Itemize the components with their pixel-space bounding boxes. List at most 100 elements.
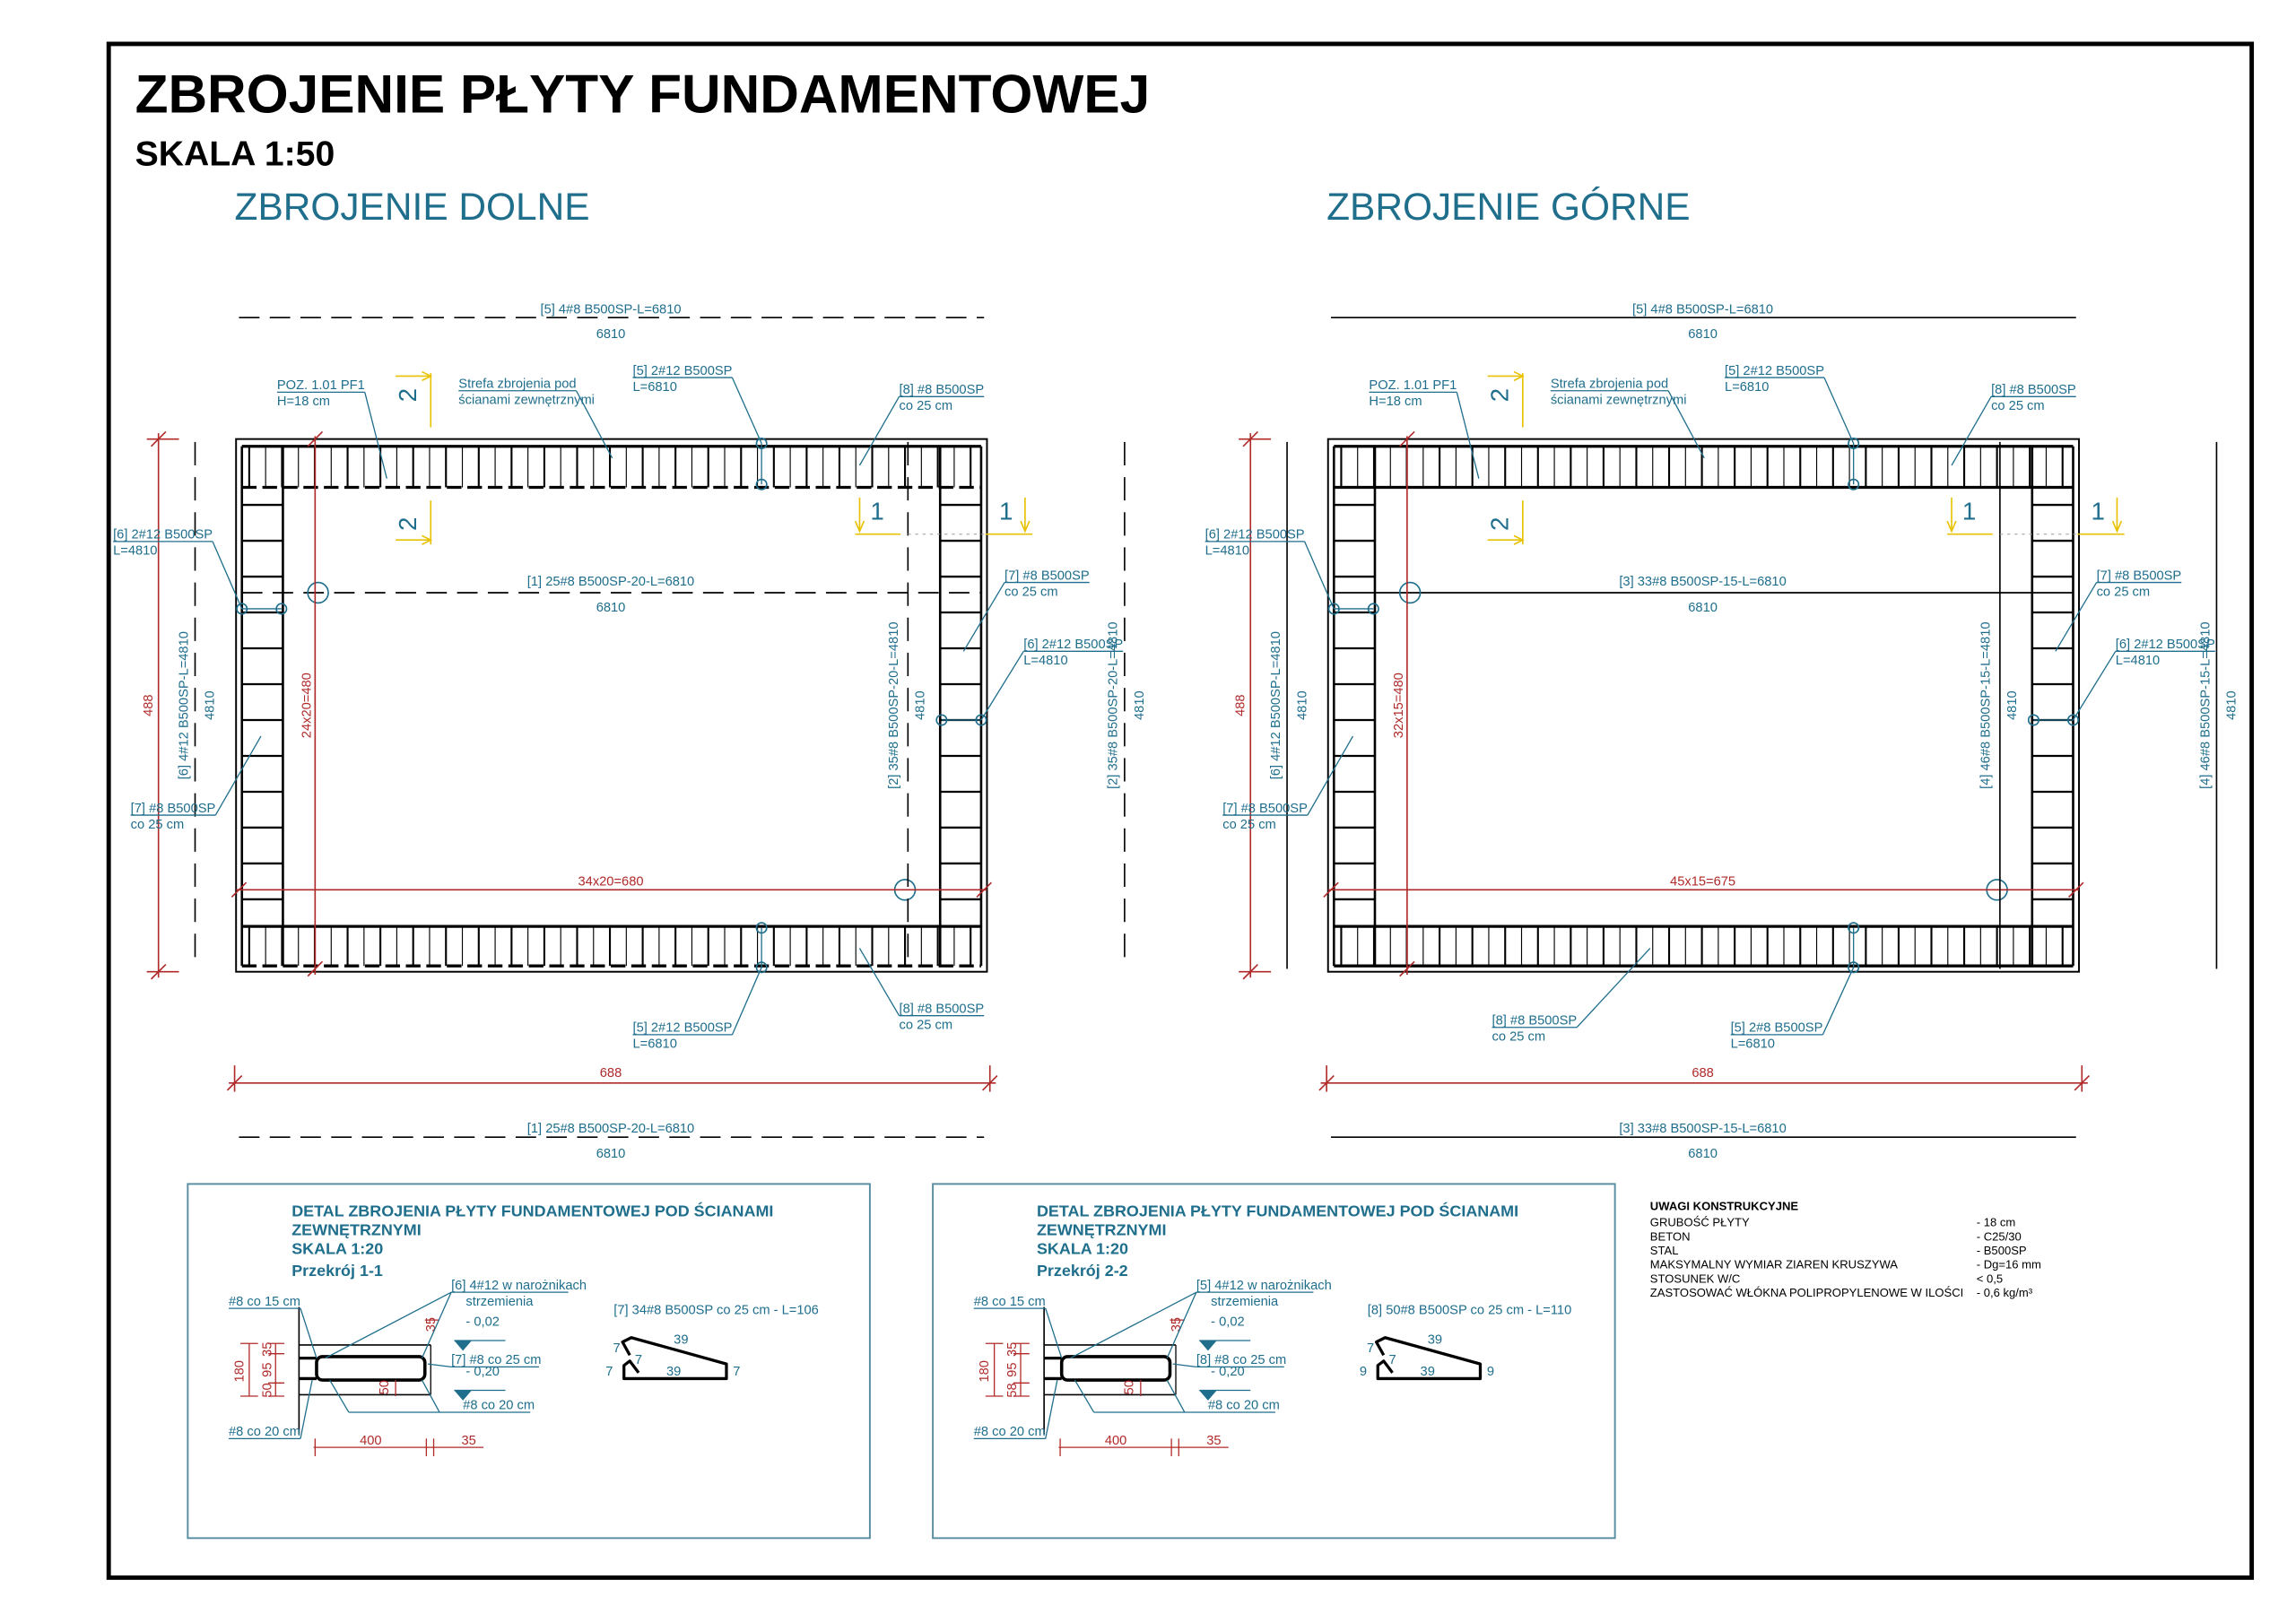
width-dimension: 688 xyxy=(1692,1066,1713,1081)
callout-line1: [8] #8 B500SP xyxy=(1991,383,2076,397)
callout-leader xyxy=(1667,390,1705,459)
bar-shape xyxy=(1374,1336,1483,1381)
callout-line2: ścianami zewnętrznymi xyxy=(1551,393,1687,407)
dimension-tick xyxy=(2074,1075,2091,1091)
note-value: < 0,5 xyxy=(1977,1271,2003,1285)
corner-bars-label-2: strzemienia xyxy=(1211,1295,1279,1309)
stirrup-label: [8] #8 co 25 cm xyxy=(1196,1353,1286,1367)
dimension-tick xyxy=(1323,881,1339,898)
slab-outline xyxy=(1326,438,2080,973)
top-bar-label: [5] 4#8 B500SP-L=6810 xyxy=(1632,302,1773,317)
callout-leader xyxy=(1456,392,1480,479)
callout-line2: co 25 cm xyxy=(1991,399,2045,413)
callout-line1: [7] #8 B500SP xyxy=(1004,568,1090,583)
callout-line2: L=4810 xyxy=(1205,544,1249,559)
left-bar-length: 4810 xyxy=(204,690,218,720)
callout-leader xyxy=(731,377,762,444)
corner-bars-label-2: strzemienia xyxy=(465,1295,534,1309)
stirrup-section xyxy=(315,1355,427,1382)
line xyxy=(1045,1307,1063,1358)
callout-leader xyxy=(1576,948,1651,1028)
section-marker: 1 xyxy=(999,497,1013,525)
spacing-dimension-horizontal: 34x20=680 xyxy=(578,874,644,889)
total-height-dimension: 180 xyxy=(232,1360,247,1382)
callout-line1: [5] 2#12 B500SP xyxy=(1725,364,1824,378)
dimension-tick xyxy=(150,430,167,447)
inner-right-bar-length: 4810 xyxy=(913,690,927,720)
dimension-tick xyxy=(226,1075,243,1091)
mid-bar-length: 6810 xyxy=(596,601,626,615)
line xyxy=(329,1379,350,1413)
line xyxy=(300,1307,317,1358)
dimension-a: 50 xyxy=(260,1383,274,1397)
left-bar-length: 4810 xyxy=(1295,690,1309,720)
callout-leader xyxy=(2055,582,2098,652)
bar-section-circle xyxy=(307,581,329,604)
section-arrow-icon xyxy=(1020,520,1031,534)
edge-dimension: 35 xyxy=(1206,1434,1221,1448)
detail-section-name: Przekrój 2-2 xyxy=(1037,1262,1128,1280)
left-bar-label: [6] 4#12 B500SP-L=4810 xyxy=(1269,631,1283,779)
callout-leader xyxy=(858,948,900,1017)
callout-leader xyxy=(1822,967,1855,1036)
callout-line1: Strefa zbrojenia pod xyxy=(1551,378,1668,392)
drawing-scale: SKALA 1:50 xyxy=(135,135,335,173)
note-value: - 0,6 kg/m³ xyxy=(1977,1286,2033,1299)
cover-bottom-dimension: 50 xyxy=(378,1380,392,1394)
top-stirrup-label: #8 co 15 cm xyxy=(229,1295,300,1309)
section-arrow-icon xyxy=(422,370,433,382)
callout-line1: [7] #8 B500SP xyxy=(1222,802,1308,816)
callout-line1: [5] 2#12 B500SP xyxy=(633,1021,733,1036)
note-label: GRUBOŚĆ PŁYTY xyxy=(1650,1216,1750,1229)
detail-scale: SKALA 1:20 xyxy=(291,1240,383,1258)
mid-bar-length: 6810 xyxy=(1688,601,1718,615)
callout-line1: [6] 2#12 B500SP xyxy=(2116,638,2215,652)
callout-leader xyxy=(576,390,613,459)
slab-outline xyxy=(235,438,988,973)
corner-bars-label: [6] 4#12 w narożnikach xyxy=(451,1279,587,1293)
section-arrow-icon xyxy=(1946,520,1957,534)
line xyxy=(1166,1379,1186,1413)
note-label: STOSUNEK W/C xyxy=(1650,1271,1741,1285)
callout-leader xyxy=(2072,650,2117,721)
dimension-tick xyxy=(230,881,248,898)
callout-line2: H=18 cm xyxy=(1369,395,1422,409)
callout-line2: co 25 cm xyxy=(1222,818,1276,832)
section-marker: 2 xyxy=(394,517,422,531)
section-marker: 1 xyxy=(870,497,883,525)
level-top: - 0,02 xyxy=(465,1315,500,1330)
line xyxy=(427,1363,452,1368)
section-arrow-icon xyxy=(422,534,433,545)
callout-line1: [7] #8 B500SP xyxy=(131,802,216,816)
callout-leader xyxy=(1307,735,1354,816)
dimension-b: 95 xyxy=(1005,1362,1020,1376)
outer-right-bar-length: 4810 xyxy=(1133,690,1147,720)
callout-line2: co 25 cm xyxy=(1004,585,1058,599)
callout-line2: L=4810 xyxy=(2116,654,2160,668)
callout-leader xyxy=(1823,377,1855,444)
stirrup-section xyxy=(1059,1355,1172,1382)
inner-right-bar-label: [2] 35#8 B500SP-20-L=4810 xyxy=(887,621,901,788)
detail-title-line2: ZEWNĘTRZNYMI xyxy=(291,1220,421,1238)
callout-leader xyxy=(364,392,387,479)
bar-shape-dimension: 7 xyxy=(1367,1341,1374,1356)
dimension-b: 95 xyxy=(260,1362,274,1376)
detail-section-name: Przekrój 1-1 xyxy=(291,1262,383,1280)
callout-line2: L=4810 xyxy=(113,544,157,559)
section-marker: 1 xyxy=(2092,497,2105,525)
callout-line1: [8] #8 B500SP xyxy=(1492,1013,1578,1028)
bar-shape-label: [7] 34#8 B500SP co 25 cm - L=106 xyxy=(613,1304,819,1318)
width-dimension: 688 xyxy=(600,1066,622,1081)
line xyxy=(300,1379,313,1439)
callout-leader xyxy=(1304,541,1335,610)
dimension-tick xyxy=(2068,881,2084,898)
callout-line2: ścianami zewnętrznymi xyxy=(458,393,595,407)
bar-shape-dimension: 39 xyxy=(1421,1365,1435,1379)
level-marker-icon xyxy=(454,1341,472,1351)
level-bottom: - 0,20 xyxy=(1211,1365,1245,1379)
callout-line2: co 25 cm xyxy=(2097,585,2151,599)
width-dimension: 400 xyxy=(360,1434,381,1448)
mid-bar-label: [3] 33#8 B500SP-15-L=6810 xyxy=(1619,575,1786,589)
note-value: - 18 cm xyxy=(1977,1216,2016,1229)
